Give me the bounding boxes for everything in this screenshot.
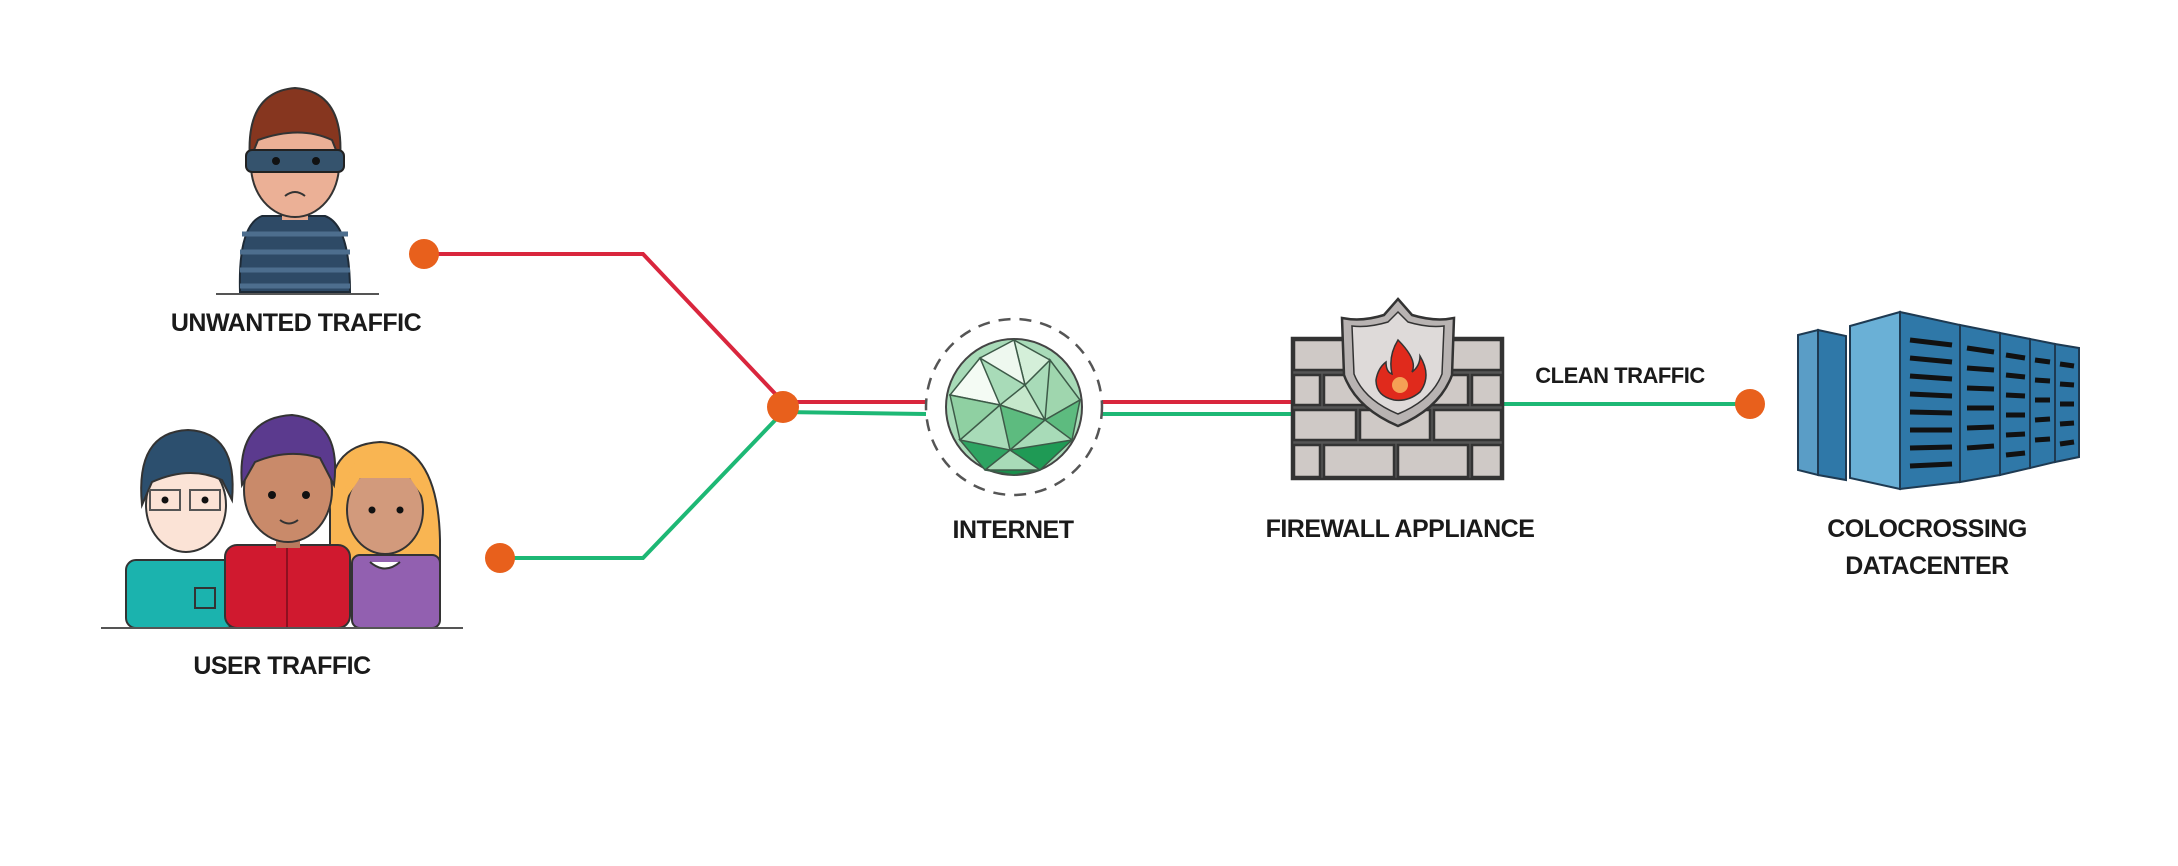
- datacenter-label-line2: DATACENTER: [1845, 552, 2009, 580]
- unwanted-traffic-line: [424, 252, 926, 404]
- internet-label: INTERNET: [953, 516, 1074, 544]
- user-traffic-line: [500, 409, 927, 560]
- flame-icon: [1375, 338, 1427, 402]
- junction-dot: [767, 391, 799, 423]
- unwanted-endpoint-dot: [409, 239, 439, 269]
- user-traffic-label: USER TRAFFIC: [193, 652, 371, 680]
- clean-traffic-label: CLEAN TRAFFIC: [1535, 363, 1705, 388]
- datacenter-endpoint-dot: [1735, 389, 1765, 419]
- connections: [424, 252, 1750, 560]
- firewall-appliance-label: FIREWALL APPLIANCE: [1266, 515, 1535, 543]
- datacenter-label-line1: COLOCROSSING: [1827, 515, 2027, 543]
- hacker-illustration: [216, 86, 379, 295]
- globe-icon: [924, 317, 1104, 497]
- firewall-icon: [1290, 297, 1505, 481]
- users-illustration: [101, 413, 463, 629]
- unwanted-traffic-label: UNWANTED TRAFFIC: [171, 309, 422, 337]
- user-endpoint-dot: [485, 543, 515, 573]
- datacenter-server-icon: [1797, 310, 2080, 491]
